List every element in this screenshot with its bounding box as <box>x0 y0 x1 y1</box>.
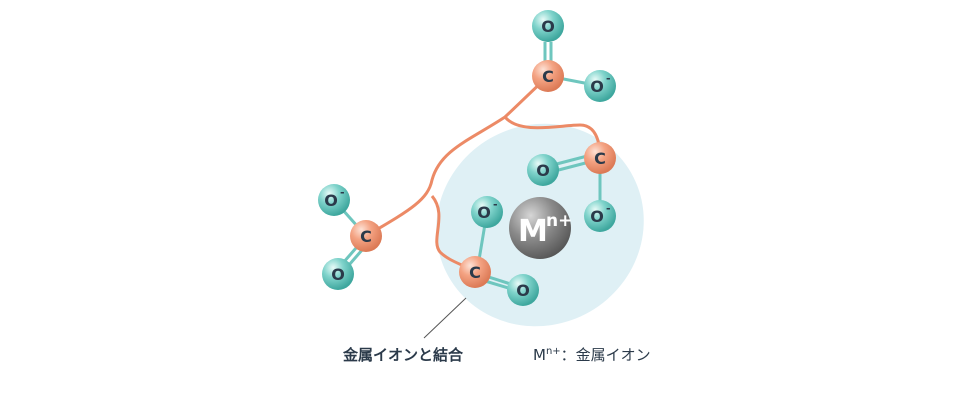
svg-text:O: O <box>477 203 491 222</box>
chain-branch-right <box>503 115 602 159</box>
oxygen-ion-atom: O - <box>584 70 616 102</box>
carbon-atom: C <box>532 60 564 92</box>
metal-ion: M n+ <box>509 197 572 259</box>
oxygen-atom: O <box>532 10 564 42</box>
callout-leader-line <box>423 297 467 339</box>
svg-text:O: O <box>324 191 338 210</box>
svg-text:C: C <box>542 67 554 86</box>
carboxyl-group-left: O - C O <box>318 184 382 290</box>
binding-caption-text: 金属イオンと結合 <box>343 346 464 364</box>
svg-text:C: C <box>360 227 372 246</box>
legend-charge: n+ <box>545 346 561 357</box>
svg-text:O: O <box>331 265 345 284</box>
oxygen-ion-atom: O - <box>318 184 350 216</box>
svg-text:-: - <box>606 72 611 85</box>
svg-text:C: C <box>469 263 481 282</box>
svg-text:O: O <box>590 207 604 226</box>
polymer-backbone <box>365 74 550 238</box>
oxygen-atom: O <box>507 274 539 306</box>
carboxyl-group-top: O C O - <box>532 10 616 102</box>
svg-text:O: O <box>590 77 604 96</box>
legend-symbol: M <box>533 346 546 364</box>
svg-text:O: O <box>516 281 530 300</box>
carbon-atom: C <box>350 220 382 252</box>
binding-caption: 金属イオンと結合 <box>343 344 463 365</box>
carboxyl-group-right: O C O - <box>527 142 616 232</box>
oxygen-ion-atom: O - <box>584 200 616 232</box>
oxygen-atom: O <box>527 154 559 186</box>
svg-text:-: - <box>606 202 611 215</box>
svg-text:O: O <box>536 161 550 180</box>
legend-caption: Mn+：金属イオン <box>533 344 651 365</box>
metal-ion-symbol: M <box>518 214 548 249</box>
oxygen-ion-atom: O - <box>471 196 503 228</box>
carbon-atom: C <box>459 256 491 288</box>
svg-text:-: - <box>493 198 498 211</box>
legend-text: ：金属イオン <box>560 346 651 364</box>
carboxyl-group-lower: O - C O <box>459 196 539 306</box>
carbon-atom: C <box>584 142 616 174</box>
svg-text:O: O <box>541 17 555 36</box>
svg-text:-: - <box>340 186 345 199</box>
oxygen-atom: O <box>322 258 354 290</box>
svg-text:C: C <box>594 149 606 168</box>
metal-ion-charge: n+ <box>546 211 572 231</box>
